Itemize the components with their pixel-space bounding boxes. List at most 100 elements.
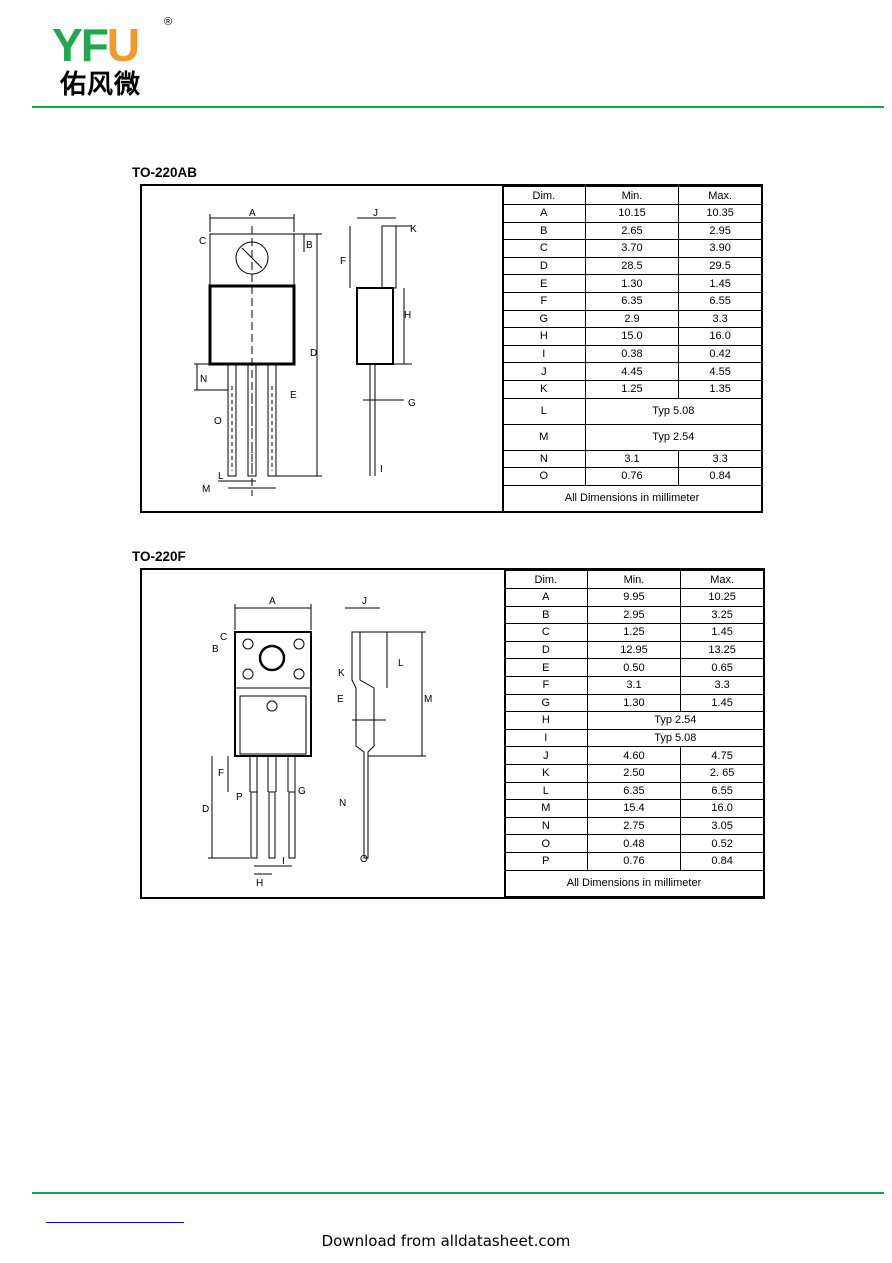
label-m: M	[424, 694, 432, 705]
header-dim: Dim.	[504, 570, 588, 589]
cell-max: 3.90	[678, 239, 762, 258]
cell-typ: Typ 5.08	[586, 728, 765, 748]
cell-max: 6.55	[678, 291, 762, 311]
label-i: I	[380, 464, 383, 475]
cell-dim: D	[504, 640, 588, 660]
label-j: J	[373, 208, 378, 219]
cell-dim: J	[504, 746, 588, 765]
label-g: G	[298, 786, 306, 797]
label-n: N	[339, 798, 346, 809]
registered-mark: ®	[164, 16, 173, 28]
cell-min: 15.4	[586, 799, 682, 818]
cell-min: 0.38	[584, 344, 680, 364]
cell-min: 0.50	[586, 658, 682, 677]
cell-min: 15.0	[584, 327, 680, 346]
cell-max: 4.75	[680, 746, 764, 765]
cell-dim: H	[504, 711, 588, 730]
cell-min: 4.60	[586, 746, 682, 765]
label-k: K	[410, 224, 417, 235]
cell-dim: A	[504, 588, 588, 607]
dimensions-note: All Dimensions in millimeter	[502, 484, 762, 512]
footer-link-underline[interactable]	[46, 1222, 184, 1223]
cell-max: 1.45	[680, 623, 764, 642]
label-m: M	[202, 484, 210, 495]
cell-dim: H	[502, 327, 586, 346]
label-e: E	[337, 694, 344, 705]
cell-typ: Typ 2.54	[586, 711, 765, 730]
label-p: P	[236, 792, 243, 803]
logo-letter-f: F	[80, 19, 109, 71]
cell-min: 2.65	[584, 221, 680, 241]
cell-max: 1.45	[678, 274, 762, 293]
cell-dim: L	[502, 397, 586, 425]
section-title-to220ab: TO-220AB	[132, 165, 198, 180]
cell-min: 2.95	[586, 605, 682, 625]
cell-min: 0.76	[584, 467, 680, 486]
cell-dim: E	[504, 658, 588, 677]
cell-min: 0.48	[586, 834, 682, 853]
cell-dim: K	[502, 379, 586, 399]
label-f: F	[340, 256, 346, 267]
cell-min: 12.95	[586, 640, 682, 660]
label-d: D	[202, 804, 209, 815]
cell-dim: O	[502, 467, 586, 486]
cell-dim: B	[504, 605, 588, 625]
company-logo: YFU	[52, 19, 140, 71]
cell-max: 0.65	[680, 658, 764, 677]
cell-max: 0.42	[678, 344, 762, 364]
label-b: B	[306, 240, 313, 251]
cell-max: 2. 65	[680, 763, 764, 783]
table-note-row: All Dimensions in millimeter	[504, 869, 764, 897]
cell-dim: I	[502, 344, 586, 364]
package-panel-to220f: A B C D E F G H I J K L M N O P Dim. Min…	[140, 568, 765, 899]
label-a: A	[249, 208, 256, 219]
table-header-row: Dim. Min. Max.	[502, 186, 762, 205]
dimensions-note: All Dimensions in millimeter	[504, 869, 764, 897]
label-l: L	[218, 471, 224, 482]
cell-max: 10.35	[678, 204, 762, 223]
cell-max: 3.3	[678, 449, 762, 469]
cell-dim: N	[504, 816, 588, 836]
cell-max: 3.3	[678, 309, 762, 329]
cell-dim: N	[502, 449, 586, 469]
header-max: Max.	[680, 570, 764, 589]
cell-max: 0.52	[680, 834, 764, 853]
cell-min: 1.30	[586, 693, 682, 713]
cell-max: 13.25	[680, 640, 764, 660]
cell-dim: G	[504, 693, 588, 713]
label-l: L	[398, 658, 404, 669]
cell-dim: D	[502, 256, 586, 276]
cell-max: 6.55	[680, 781, 764, 801]
cell-max: 1.45	[680, 693, 764, 713]
header-min: Min.	[584, 186, 680, 205]
download-source-text: Download from alldatasheet.com	[321, 1232, 571, 1250]
cell-min: 3.70	[584, 239, 680, 258]
label-g: G	[408, 398, 416, 409]
cell-min: 3.1	[584, 449, 680, 469]
cell-dim: M	[502, 423, 586, 451]
cell-min: 1.30	[584, 274, 680, 293]
cell-dim: E	[502, 274, 586, 293]
header-dim: Dim.	[502, 186, 586, 205]
cell-dim: C	[502, 239, 586, 258]
cell-max: 3.25	[680, 605, 764, 625]
cell-min: 10.15	[584, 204, 680, 223]
section-title-to220f: TO-220F	[132, 549, 186, 564]
label-e: E	[290, 390, 297, 401]
table-header-row: Dim. Min. Max.	[504, 570, 764, 589]
